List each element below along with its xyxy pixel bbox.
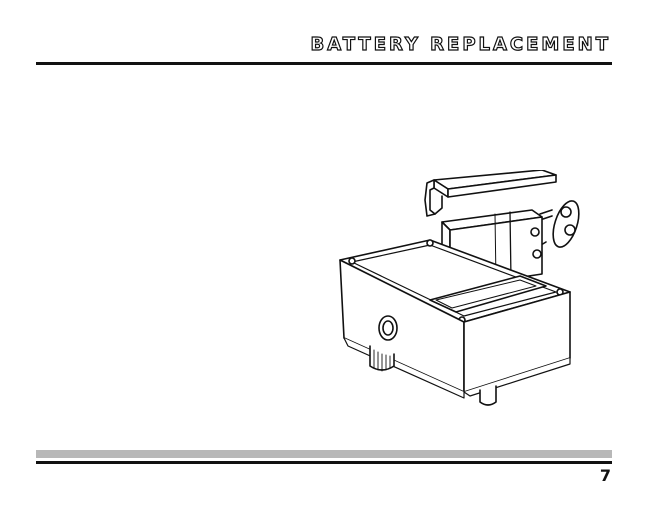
battery-cover <box>425 170 556 216</box>
footer-rule <box>36 461 612 464</box>
page-number: 7 <box>600 468 611 484</box>
battery-replacement-illustration <box>330 170 590 410</box>
footer-gray-band <box>36 450 612 458</box>
battery-snap <box>536 198 584 250</box>
page-title: BATTERY REPLACEMENT <box>310 36 611 54</box>
header-rule <box>36 62 612 65</box>
